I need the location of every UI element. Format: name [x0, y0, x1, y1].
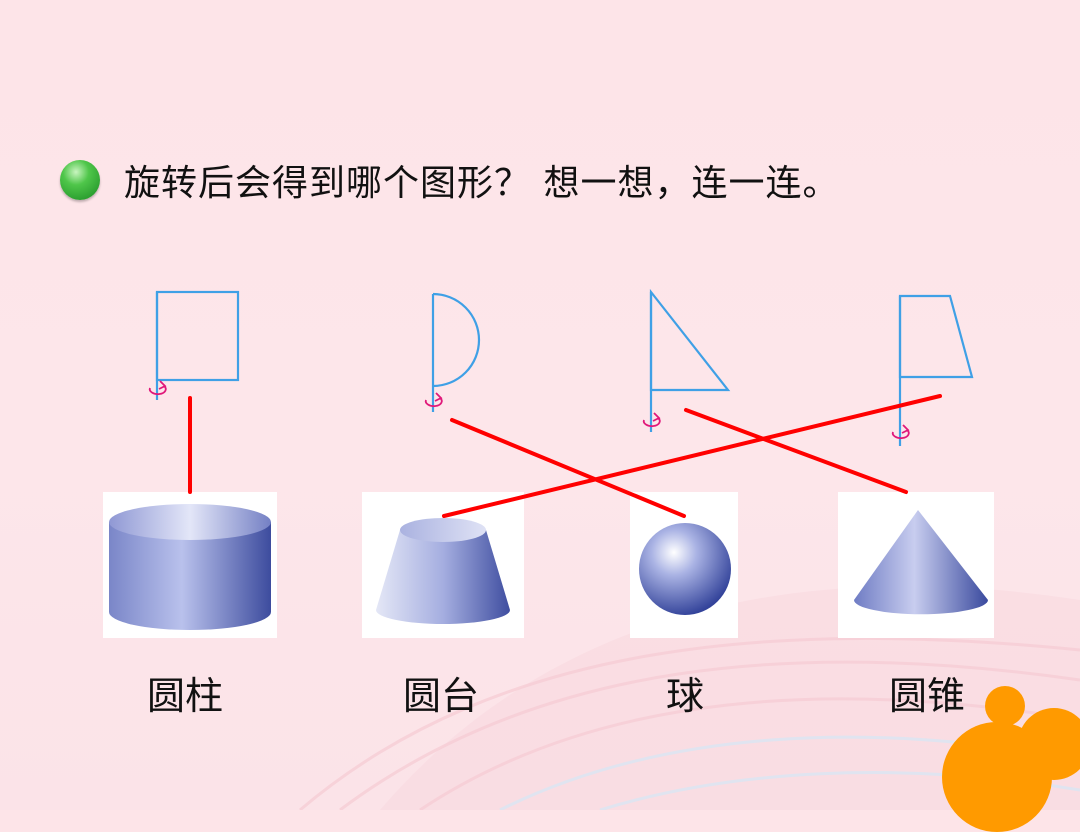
triangle-figure [649, 288, 731, 392]
rectangle-figure [155, 290, 240, 382]
cylinder-card[interactable] [103, 492, 277, 638]
question-title: 旋转后会得到哪个图形？ 想一想，连一连。 [124, 163, 840, 204]
cone-card[interactable] [838, 492, 994, 638]
sphere-icon [639, 523, 731, 615]
frustum-icon [376, 518, 510, 624]
label-sphere: 球 [665, 674, 704, 718]
trapezoid-figure [898, 294, 974, 379]
decor-dot-small [985, 686, 1025, 726]
label-cylinder: 圆柱 [146, 674, 223, 718]
label-frustum: 圆台 [402, 674, 479, 718]
semicircle-figure [432, 292, 481, 388]
decor-dot-large [942, 722, 1052, 832]
title-row: 旋转后会得到哪个图形？ 想一想，连一连。 [60, 150, 839, 210]
rotation-arrow-icon [642, 417, 661, 428]
cylinder-icon [109, 504, 271, 630]
rotation-arrow-icon [424, 397, 443, 408]
label-cone: 圆锥 [888, 674, 965, 718]
rotation-arrow-icon [148, 385, 167, 396]
connector-semicircle-sphere [450, 418, 686, 518]
frustum-card[interactable] [362, 492, 524, 638]
rotation-arrow-icon [891, 429, 910, 440]
matching-diagram [148, 288, 974, 518]
green-bullet-icon [60, 160, 100, 200]
slide: 旋转后会得到哪个图形？ 想一想，连一连。 [60, 150, 1080, 832]
connector-triangle-cone [684, 408, 908, 494]
connector-trapezoid-frustum [442, 394, 942, 518]
cone-icon [854, 510, 988, 615]
